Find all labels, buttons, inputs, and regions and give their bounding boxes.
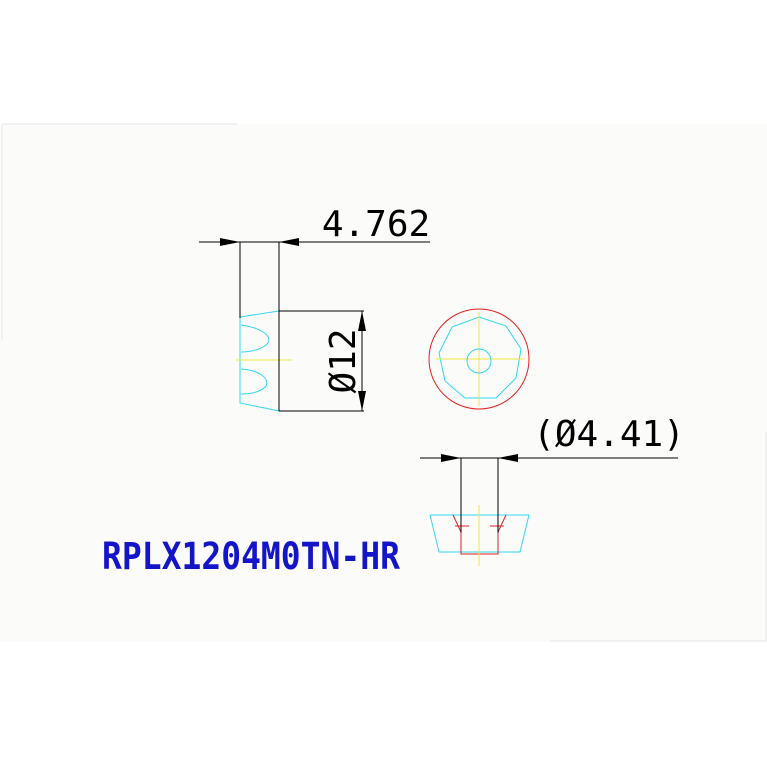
side-view-chip-groove: [240, 324, 270, 353]
hole-arrow-left: [441, 454, 461, 462]
diameter-arrow-bottom: [358, 391, 366, 411]
insert-facet-outline: [438, 316, 522, 399]
insert-outer-circle: [428, 308, 530, 410]
part-number-label: RPLX1204M0TN-HR: [102, 535, 401, 578]
sheet-background: [0, 124, 767, 642]
top-view: [428, 308, 530, 410]
diameter-arrow-top: [358, 311, 366, 331]
section-body-outline: [429, 514, 530, 553]
section-view: (Ø4.41): [420, 414, 685, 566]
thickness-dimension-label: 4.762: [322, 204, 430, 245]
thickness-arrow-left: [220, 238, 240, 246]
diameter-dimension-label: Ø12: [323, 328, 364, 393]
sheet-border: [1, 123, 767, 642]
hole-arrow-right: [498, 454, 518, 462]
side-view: 4.762 Ø12: [199, 204, 430, 412]
thickness-arrow-right: [279, 238, 299, 246]
side-view-chip-groove-lower: [240, 368, 268, 395]
hole-dimension-label: (Ø4.41): [533, 414, 685, 455]
insert-hole-circle: [466, 348, 492, 374]
